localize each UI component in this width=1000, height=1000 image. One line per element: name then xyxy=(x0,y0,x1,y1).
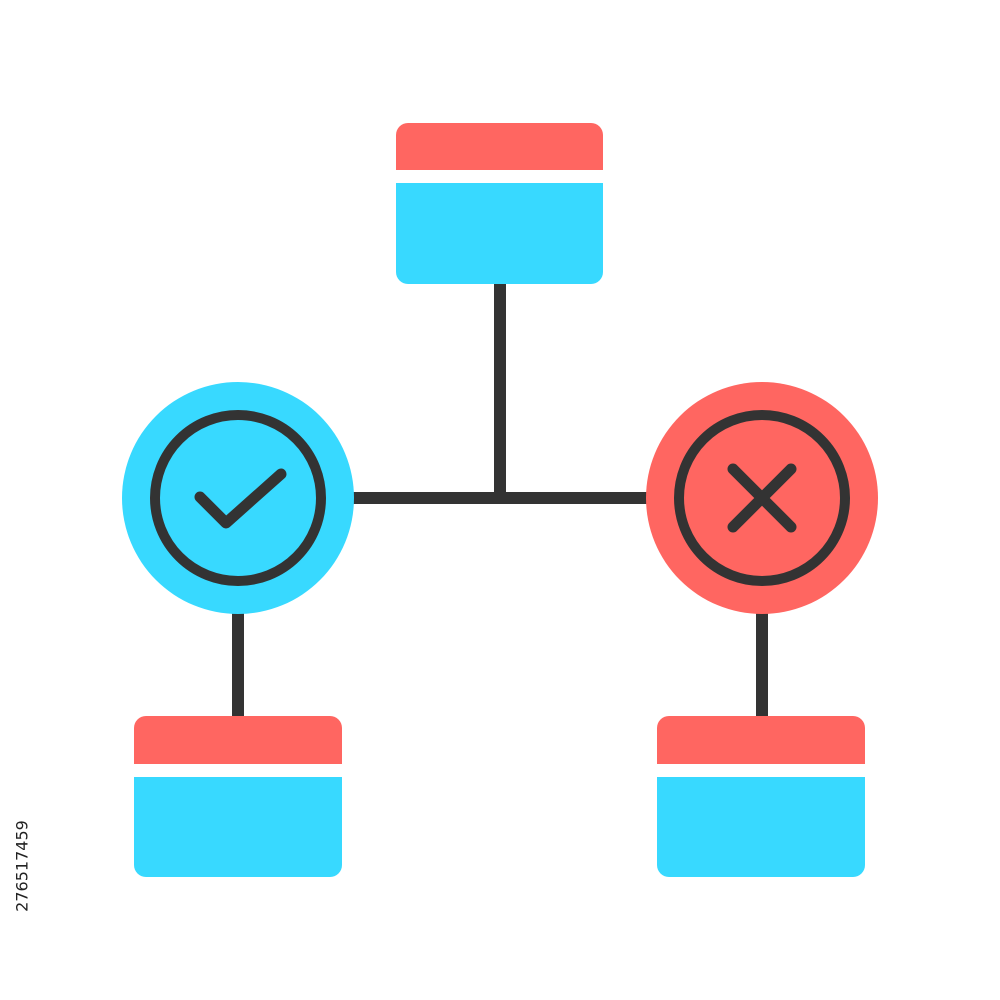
left-card-body xyxy=(134,777,342,877)
left-card xyxy=(134,716,342,877)
right-card xyxy=(657,716,865,877)
reject-node xyxy=(646,382,878,614)
approve-node xyxy=(122,382,354,614)
connectors xyxy=(232,283,768,718)
top-card xyxy=(396,123,603,284)
right-card-header xyxy=(657,716,865,764)
cross-icon xyxy=(727,463,797,533)
reject-node-ring xyxy=(674,410,850,586)
right-card-body xyxy=(657,777,865,877)
checkmark-icon xyxy=(194,468,287,529)
top-card-body xyxy=(396,183,603,284)
stock-id-label: 276517459 xyxy=(12,820,32,912)
left-card-header xyxy=(134,716,342,764)
approve-node-ring xyxy=(150,410,326,586)
top-card-header xyxy=(396,123,603,170)
